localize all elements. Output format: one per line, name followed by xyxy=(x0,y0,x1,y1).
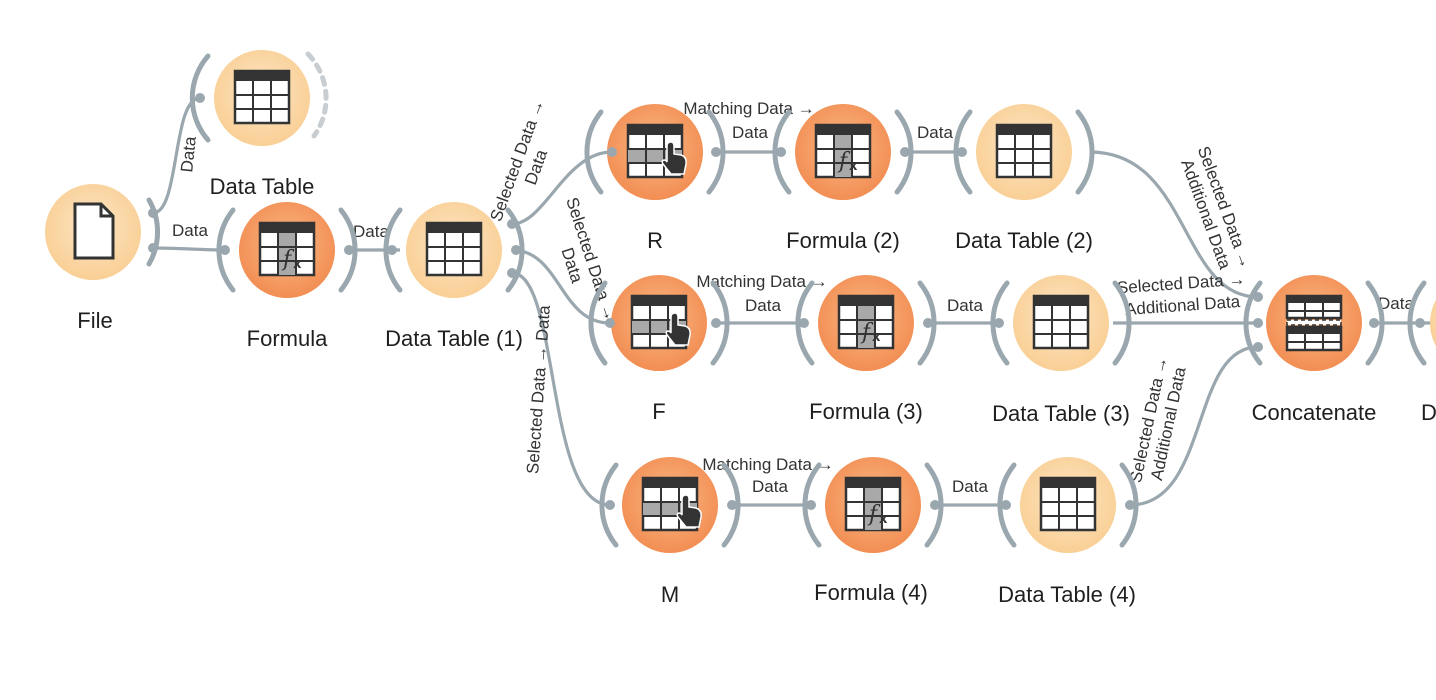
node-formula-4[interactable]: f x Formula (4) xyxy=(802,457,944,605)
node-title: M xyxy=(661,582,679,607)
link-label: Data xyxy=(752,477,788,496)
svg-text:x: x xyxy=(849,159,858,174)
links xyxy=(152,96,1436,507)
link-dt2-to-concat[interactable] xyxy=(1089,150,1259,299)
link-label: Data xyxy=(947,296,983,315)
link-label: Data xyxy=(172,221,208,240)
table-icon xyxy=(1039,476,1097,532)
link-labels: Data Data Data Selected Data → Data Sele… xyxy=(172,97,1414,496)
node-title: Formula (4) xyxy=(814,580,928,605)
link-file-to-formula[interactable] xyxy=(152,246,226,252)
formula-icon: f x xyxy=(837,294,895,350)
table-icon xyxy=(995,123,1053,179)
node-title: Formula xyxy=(247,326,328,351)
link-label: Data xyxy=(745,296,781,315)
node-title: Data Table xyxy=(210,174,315,199)
node-data-table-5[interactable]: Dat xyxy=(1407,275,1436,425)
concatenate-icon xyxy=(1285,294,1343,352)
link-label: Data xyxy=(732,123,768,142)
svg-text:x: x xyxy=(872,330,881,345)
link-label: Data xyxy=(177,135,200,173)
link-dt4-to-concat[interactable] xyxy=(1129,345,1259,507)
node-data-table-3[interactable]: Data Table (3) xyxy=(990,275,1132,426)
table-icon xyxy=(233,69,291,125)
node-title: Formula (3) xyxy=(809,399,923,424)
node-title: Formula (2) xyxy=(786,228,900,253)
node-title: R xyxy=(647,228,663,253)
node-title: File xyxy=(77,308,112,333)
file-icon xyxy=(73,202,115,260)
node-formula-2[interactable]: f x Formula (2) xyxy=(772,104,914,253)
link-dt1-to-f[interactable] xyxy=(511,248,611,325)
node-r[interactable]: R xyxy=(584,104,726,253)
link-label: Additional Data xyxy=(1124,292,1241,319)
link-label: Data xyxy=(917,123,953,142)
link-dt1-to-r[interactable] xyxy=(511,150,613,226)
link-label: Matching Data → xyxy=(696,272,827,291)
node-title: Concatenate xyxy=(1252,400,1377,425)
node-m[interactable]: M xyxy=(599,457,741,607)
node-data-table-top[interactable]: Data Table xyxy=(189,50,329,199)
node-title: Data Table (1) xyxy=(385,326,523,351)
svg-text:x: x xyxy=(879,512,888,527)
node-concatenate[interactable]: Concatenate xyxy=(1243,275,1385,425)
link-label: Data xyxy=(353,222,389,241)
link-label: Selected Data → Data xyxy=(523,304,554,475)
link-label: Data xyxy=(952,477,988,496)
link-label: Data xyxy=(1378,294,1414,313)
node-data-table-4[interactable]: Data Table (4) xyxy=(997,457,1139,607)
table-icon xyxy=(1032,294,1090,350)
formula-icon: f x xyxy=(258,221,316,277)
node-file[interactable]: File xyxy=(45,184,161,333)
link-dt1-to-m[interactable] xyxy=(511,271,611,507)
node-data-table-1[interactable]: Data Table (1) xyxy=(383,202,525,351)
table-icon xyxy=(425,221,483,277)
formula-icon: f x xyxy=(844,476,902,532)
svg-text:x: x xyxy=(293,257,302,272)
link-label: Matching Data → xyxy=(683,99,814,118)
node-data-table-2[interactable]: Data Table (2) xyxy=(953,104,1095,253)
node-title: Dat xyxy=(1421,400,1436,425)
select-rows-icon xyxy=(641,476,702,532)
link-label: Matching Data → xyxy=(702,455,833,474)
node-formula[interactable]: f x Formula xyxy=(216,202,358,351)
node-formula-3[interactable]: f x Formula (3) xyxy=(795,275,937,424)
node-title: Data Table (4) xyxy=(998,582,1136,607)
formula-icon: f x xyxy=(814,123,872,179)
select-rows-icon xyxy=(626,123,687,179)
node-title: Data Table (2) xyxy=(955,228,1093,253)
node-f[interactable]: F xyxy=(588,275,730,424)
select-rows-icon xyxy=(630,294,691,350)
node-title: F xyxy=(652,399,665,424)
node-title: Data Table (3) xyxy=(992,401,1130,426)
